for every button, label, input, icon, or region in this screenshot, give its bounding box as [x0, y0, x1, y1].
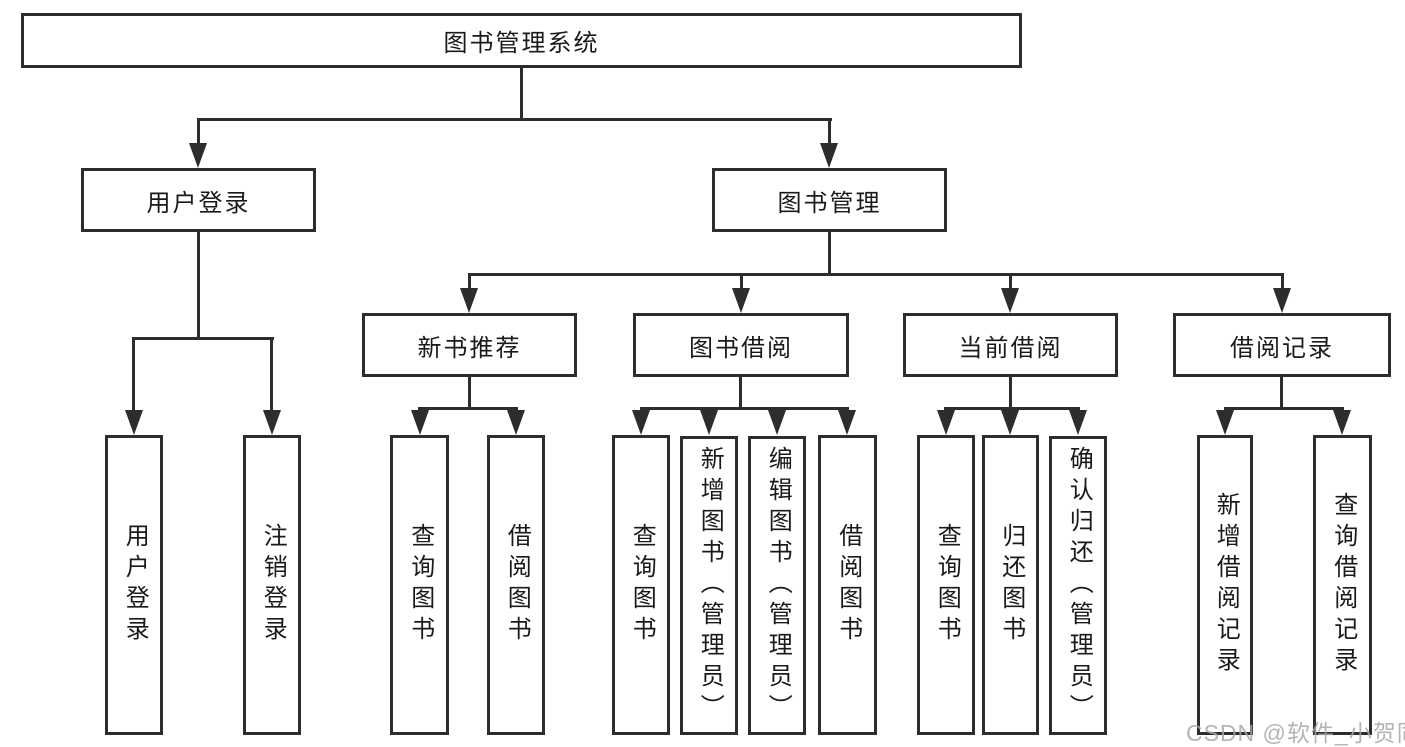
- arrowhead-leaf-cb-confirm: [1069, 410, 1087, 435]
- leaf-bb-query-books: 查询图书: [612, 435, 670, 735]
- node-user-login: 用户登录: [81, 168, 316, 232]
- connector-current-borrow-stem: [1009, 377, 1012, 410]
- leaf-logout: 注销登录: [243, 435, 301, 735]
- leaf-user-login: 用户登录: [105, 435, 163, 735]
- arrowhead-leaf-nb-query: [411, 410, 429, 435]
- connector-to-leaf-logout: [270, 337, 273, 413]
- connector-root-hbar: [197, 118, 832, 121]
- connector-new-book-rec-hbar: [418, 407, 518, 410]
- arrowhead-leaf-nb-borrow: [507, 410, 525, 435]
- leaf-bb-borrow-books: 借阅图书: [818, 435, 877, 735]
- connector-user-login-hbar: [132, 337, 274, 340]
- arrowhead-leaf-br-add: [1216, 410, 1234, 435]
- arrowhead-new-book-rec: [460, 288, 478, 313]
- arrowhead-book-borrow: [732, 288, 750, 313]
- connector-to-book-borrow: [740, 273, 743, 291]
- leaf-br-add-record: 新增借阅记录: [1197, 435, 1253, 735]
- arrowhead-leaf-user-login: [125, 410, 143, 435]
- leaf-bb-edit-books-admin: 编辑图书（管理员）: [748, 436, 806, 735]
- connector-borrow-records-stem: [1280, 377, 1283, 410]
- connector-book-mgmt-stem: [828, 232, 831, 276]
- connector-to-current-borrow: [1009, 273, 1012, 291]
- connector-to-user-login: [197, 118, 200, 152]
- connector-to-leaf-user-login: [132, 337, 135, 413]
- leaf-cb-query-books: 查询图书: [917, 435, 975, 735]
- connector-book-borrow-stem: [739, 377, 742, 410]
- connector-to-book-mgmt: [828, 118, 831, 152]
- node-book-borrow: 图书借阅: [633, 313, 849, 377]
- connector-root-stem: [520, 68, 523, 118]
- arrowhead-leaf-logout: [263, 410, 281, 435]
- connector-borrow-records-hbar: [1224, 407, 1344, 410]
- connector-to-borrow-records: [1281, 273, 1284, 291]
- connector-new-book-rec-stem: [468, 377, 471, 410]
- arrowhead-leaf-bb-query: [632, 410, 650, 435]
- arrowhead-book-mgmt: [820, 143, 838, 168]
- connector-user-login-stem: [197, 232, 200, 340]
- arrowhead-user-login: [189, 143, 207, 168]
- connector-book-borrow-hbar: [640, 407, 849, 410]
- node-borrow-records: 借阅记录: [1173, 313, 1391, 377]
- leaf-br-query-record: 查询借阅记录: [1313, 435, 1372, 735]
- connector-level3-hbar: [468, 273, 1284, 276]
- arrowhead-current-borrow: [1001, 288, 1019, 313]
- node-book-mgmt: 图书管理: [712, 168, 947, 232]
- node-current-borrow: 当前借阅: [903, 313, 1118, 377]
- arrowhead-leaf-cb-return: [1001, 410, 1019, 435]
- csdn-watermark: CSDN @软件_小贺同学: [1186, 720, 1405, 746]
- leaf-nb-borrow-books: 借阅图书: [487, 435, 545, 735]
- arrowhead-leaf-cb-query: [937, 410, 955, 435]
- connector-to-new-book-rec: [468, 273, 471, 291]
- arrowhead-borrow-records: [1273, 288, 1291, 313]
- arrowhead-leaf-bb-add: [700, 410, 718, 435]
- arrowhead-leaf-bb-edit: [768, 410, 786, 435]
- node-new-book-rec: 新书推荐: [362, 313, 577, 377]
- leaf-cb-confirm-return-admin: 确认归还（管理员）: [1049, 436, 1107, 735]
- leaf-nb-query-books: 查询图书: [390, 435, 449, 735]
- node-root-library-system: 图书管理系统: [21, 13, 1022, 68]
- arrowhead-leaf-bb-borrow: [838, 410, 856, 435]
- leaf-cb-return-books: 归还图书: [982, 435, 1039, 735]
- connector-current-borrow-hbar: [944, 407, 1080, 410]
- leaf-bb-add-books-admin: 新增图书（管理员）: [680, 436, 738, 735]
- arrowhead-leaf-br-query: [1333, 410, 1351, 435]
